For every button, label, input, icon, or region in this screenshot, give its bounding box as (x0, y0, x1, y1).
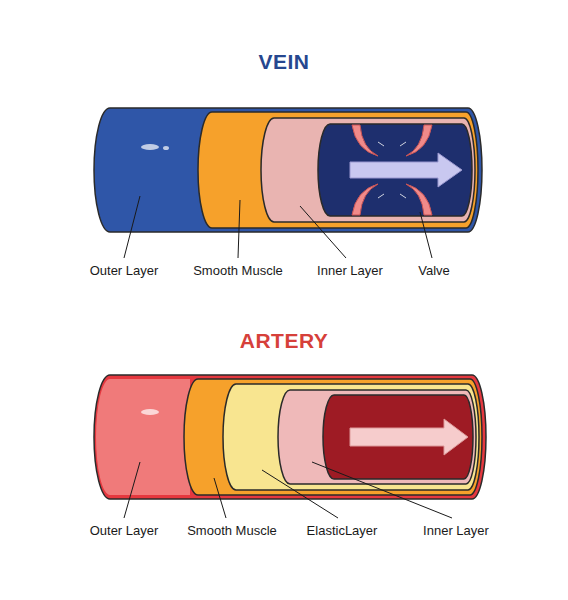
part-label: ElasticLayer (307, 523, 378, 539)
part-label: Outer Layer (90, 523, 159, 539)
leader-lines (124, 196, 432, 258)
part-label: Valve (418, 263, 450, 279)
part-label: Inner Layer (317, 263, 383, 279)
leader-lines (124, 462, 452, 518)
vein-illustration (94, 108, 482, 232)
part-label: Smooth Muscle (187, 523, 277, 539)
section-title: VEIN (258, 50, 309, 74)
artery-illustration (94, 375, 486, 499)
section-title: ARTERY (240, 329, 329, 353)
part-label: Inner Layer (423, 523, 489, 539)
part-label: Outer Layer (90, 263, 159, 279)
part-label: Smooth Muscle (193, 263, 283, 279)
